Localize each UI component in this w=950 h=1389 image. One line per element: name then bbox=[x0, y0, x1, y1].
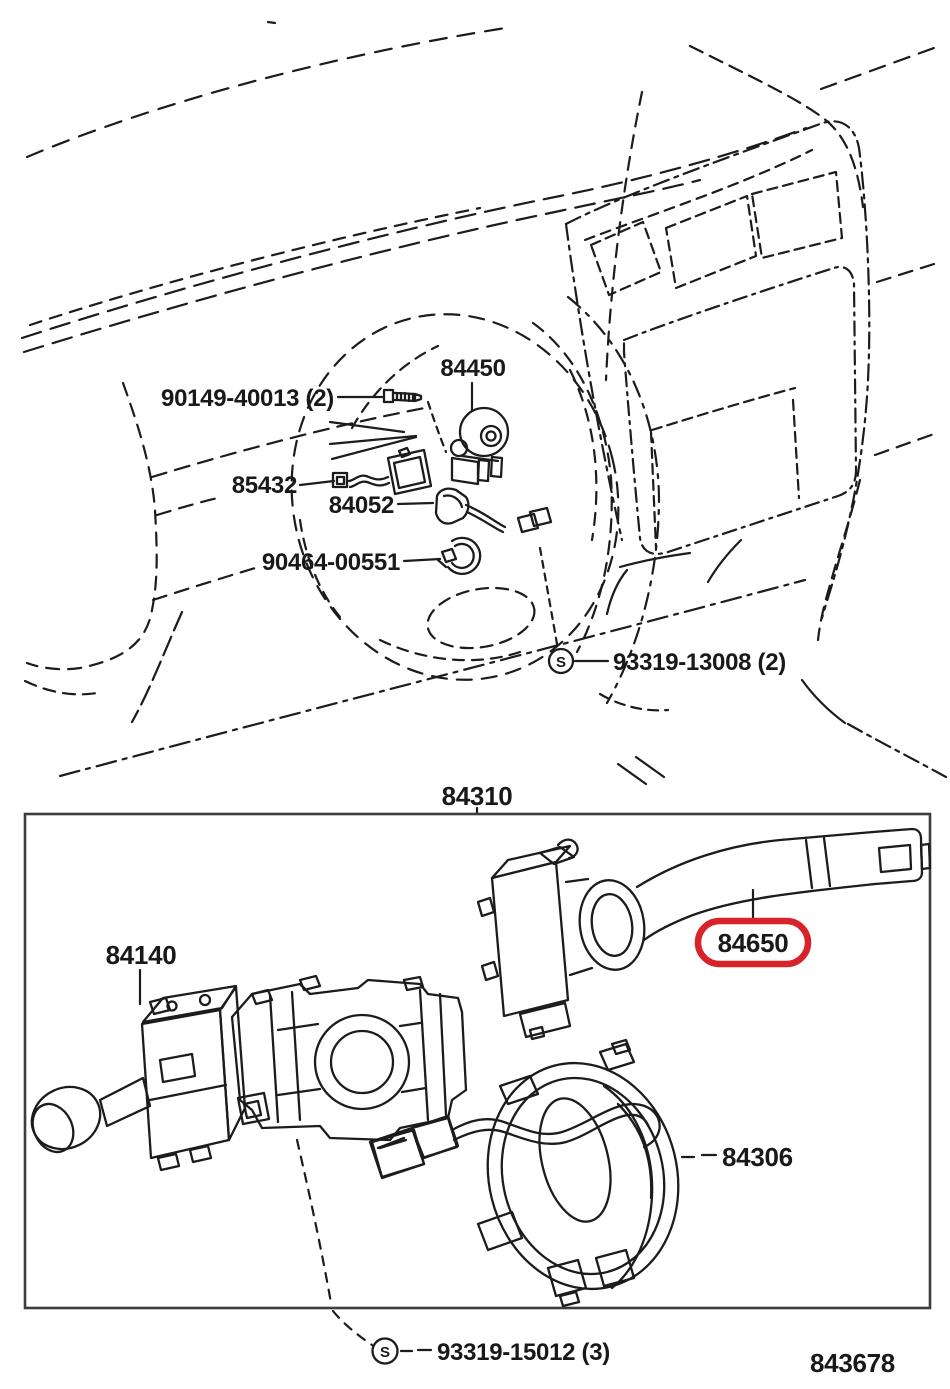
part-label-84450: 84450 bbox=[440, 355, 505, 382]
leader-key-set bbox=[298, 479, 336, 487]
column-shroud bbox=[426, 586, 536, 650]
part-label-85432: 85432 bbox=[232, 472, 297, 499]
assembly-box-contents: 84140 bbox=[30, 827, 932, 1308]
dashboard-illustration bbox=[20, 20, 948, 786]
clamp-drawing bbox=[436, 536, 482, 575]
light-control-switch-drawing bbox=[30, 968, 247, 1172]
ignition-switch-drawing bbox=[449, 406, 510, 486]
part-label-90464-00551: 90464-00551 bbox=[262, 549, 400, 576]
vent-1 bbox=[589, 220, 663, 297]
highlight-ring-84650 bbox=[694, 917, 812, 968]
hood-line bbox=[25, 25, 514, 159]
steering-wheel bbox=[290, 313, 620, 681]
leader-clamp bbox=[402, 557, 442, 563]
wiper-switch-drawing bbox=[476, 827, 932, 1041]
column-ring bbox=[313, 1013, 411, 1111]
center-console bbox=[564, 120, 948, 786]
bottom-callouts: S 93319-15012 (3) 843678 bbox=[331, 1309, 895, 1378]
figure-number: 843678 bbox=[810, 1348, 895, 1378]
screw-symbol-upper: S bbox=[556, 654, 566, 671]
a-pillar-line bbox=[688, 44, 865, 209]
part-label-84310: 84310 bbox=[442, 781, 513, 811]
screw-tie-line bbox=[295, 1138, 333, 1305]
radio-opening bbox=[622, 265, 858, 555]
part-label-90149-40013: 90149-40013 (2) bbox=[161, 385, 334, 412]
key-set-drawing bbox=[331, 446, 433, 496]
part-label-84140: 84140 bbox=[106, 940, 177, 970]
door-line bbox=[58, 578, 807, 778]
assembly-box-frame bbox=[23, 812, 932, 1310]
bolt-drawing bbox=[382, 388, 423, 404]
cable-wire bbox=[450, 1102, 661, 1149]
leader-amplifier bbox=[396, 501, 435, 506]
part-label-84306: 84306 bbox=[722, 1142, 793, 1172]
dash-top-edge bbox=[20, 126, 808, 354]
part-label-93319-15012: 93319-15012 (3) bbox=[437, 1339, 610, 1366]
part-label-84650: 84650 bbox=[718, 928, 789, 958]
amplifier-drawing bbox=[434, 487, 553, 534]
dash-left-side bbox=[23, 381, 807, 778]
top-callouts: 90149-40013 (2) 84450 85432 84052 90464-… bbox=[161, 355, 786, 816]
cable-hub-opening bbox=[538, 1097, 612, 1223]
instrument-visor bbox=[531, 90, 661, 705]
cable-connector bbox=[368, 1114, 460, 1180]
part-label-93319-13008: 93319-13008 (2) bbox=[613, 649, 786, 676]
vent-3 bbox=[750, 170, 844, 260]
switch-stalk bbox=[98, 1076, 152, 1128]
leader-spiral-cable bbox=[680, 1153, 718, 1159]
switch-bracket-drawing bbox=[230, 974, 468, 1179]
vent-2 bbox=[664, 194, 758, 290]
part-label-84052: 84052 bbox=[329, 492, 394, 519]
screw-callout-lower: S 93319-15012 (3) bbox=[371, 1337, 610, 1366]
spiral-cable-drawing bbox=[368, 1038, 680, 1308]
screw-symbol-lower: S bbox=[380, 1344, 390, 1361]
wiper-stalk bbox=[635, 830, 875, 889]
screw-callout-upper: S 93319-13008 (2) bbox=[547, 647, 786, 676]
